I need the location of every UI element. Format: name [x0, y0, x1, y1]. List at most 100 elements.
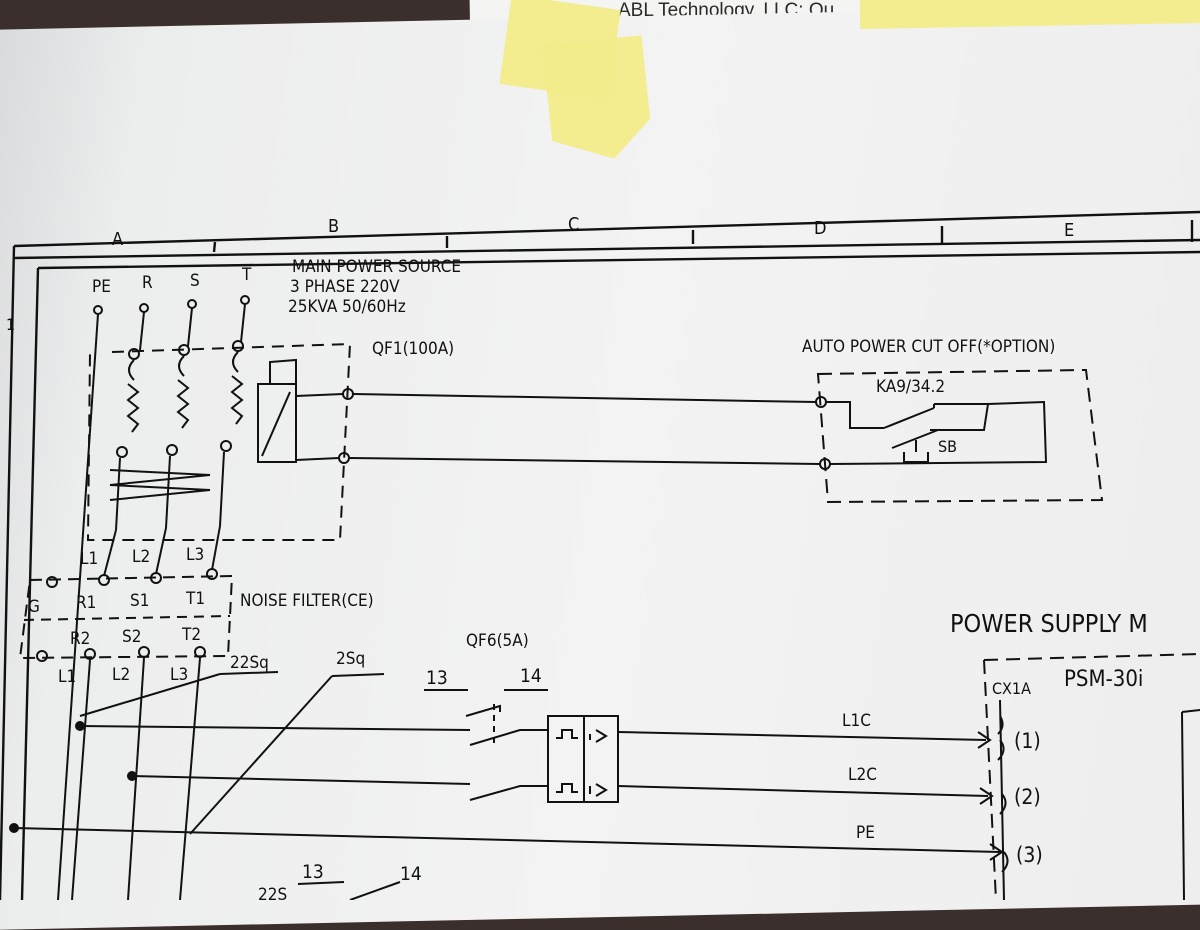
column-label: B	[328, 216, 339, 237]
bottom-wire-label: 22S	[258, 885, 287, 900]
psm-enclosure-top	[983, 653, 1200, 661]
arrow-l1c	[977, 731, 992, 749]
connector-line	[999, 699, 1005, 900]
terminal-s-circle	[187, 299, 197, 309]
column-label: D	[814, 218, 826, 239]
connector-label: CX1A	[992, 679, 1031, 698]
filter-feed-l1	[103, 529, 117, 577]
coil-t	[230, 351, 244, 425]
power-supply-title: POWER SUPPLY M	[950, 609, 1148, 638]
signal-wire-l1c	[617, 731, 987, 741]
control-wire-bottom	[348, 457, 821, 465]
coil-wire-top	[295, 393, 344, 397]
main-power-title: MAIN POWER SOURCE	[292, 257, 461, 277]
coil-s	[176, 355, 190, 429]
qf1-enclosure	[86, 342, 352, 541]
row-number: 1	[6, 315, 15, 334]
filter-term-label: R2	[70, 629, 90, 649]
qf1-out-s	[165, 455, 171, 529]
callout-underline	[219, 671, 279, 675]
shunt-coil-top	[269, 358, 297, 384]
relay-contact-ka9	[826, 401, 990, 431]
wire-size-label: 22Sq	[230, 653, 269, 673]
filter-terminal	[36, 650, 48, 662]
filter-terminal	[138, 646, 150, 658]
branch-wire-l2	[131, 775, 471, 785]
control-wire-top	[352, 393, 817, 403]
qf6-pin-a: 13	[426, 667, 448, 689]
callout-leader	[189, 675, 333, 835]
power-supply-model: PSM-30i	[1064, 667, 1143, 692]
qf1-contact	[178, 344, 190, 356]
qf1-contact	[220, 440, 232, 452]
terminal-t-circle	[240, 295, 250, 305]
breaker-main-label: QF1(100A)	[372, 339, 454, 359]
psm-inner-box	[1181, 709, 1200, 713]
auto-cutoff-enclosure	[816, 368, 1104, 504]
shunt-coil-slash	[261, 391, 291, 457]
qf6-pin-b: 14	[520, 665, 542, 687]
qf6-switch-1	[469, 729, 548, 746]
filter-term-label: R1	[76, 593, 96, 613]
border-left	[0, 245, 16, 900]
feeder-l1	[71, 659, 91, 900]
pushbutton-label: SB	[938, 437, 957, 456]
filter-term-label: S2	[122, 627, 141, 647]
pushbutton-sb	[891, 429, 939, 463]
filter-term-label: S1	[130, 591, 149, 611]
bottom-pin-label: 13	[302, 861, 324, 883]
signal-wire-l2c	[617, 785, 989, 797]
qf6-body	[547, 715, 585, 803]
col-divider	[212, 241, 217, 253]
filter-feed-l2	[155, 527, 167, 575]
header-bottom-line	[13, 238, 1200, 260]
qf1-contact	[128, 348, 140, 360]
terminal-label-s: S	[190, 271, 200, 291]
bottom-pin-label: 14	[400, 863, 422, 885]
qf6-switch-top	[465, 704, 501, 717]
filter-terminal	[194, 646, 206, 658]
qf6-thermal-symbol	[556, 729, 578, 793]
connector-pins	[997, 715, 1009, 873]
filter-out-label: L2	[112, 665, 130, 685]
terminal-label-r: R	[142, 273, 153, 293]
qf6-trip-body	[583, 715, 619, 803]
noise-filter-divider	[23, 615, 231, 621]
relay-ka9-label: KA9/34.2	[876, 377, 945, 397]
terminal-label-t: T	[241, 265, 252, 285]
filter-out-label: L3	[170, 665, 188, 685]
main-power-phase: 3 PHASE 220V	[290, 277, 400, 297]
branch-wire-l1	[79, 725, 471, 731]
filter-term-label: T1	[185, 589, 205, 609]
qf1-contact	[116, 446, 128, 458]
filter-feed-l3	[211, 525, 221, 571]
terminal-label-pe: PE	[92, 277, 111, 297]
inner-border-left	[20, 267, 40, 900]
qf1-contact	[232, 340, 244, 352]
filter-in-label: L1	[80, 549, 98, 569]
qf6-label: QF6(5A)	[466, 631, 529, 651]
filter-terminal	[98, 574, 110, 586]
arrow-l2c	[979, 787, 994, 805]
filter-term-label: T2	[181, 625, 201, 645]
auto-cutoff-title: AUTO POWER CUT OFF(*OPTION)	[802, 337, 1055, 357]
connector-pin: (2)	[1014, 785, 1041, 809]
qf1-contact	[166, 444, 178, 456]
wire-t	[240, 303, 246, 343]
qf1-out-t	[219, 451, 225, 527]
terminal-r-circle	[139, 303, 149, 313]
qf1-out-r	[115, 457, 121, 531]
wire-s	[187, 307, 193, 347]
filter-terminal	[46, 576, 58, 588]
connector-pin: (3)	[1016, 843, 1043, 867]
bottom-pin-underline	[297, 881, 345, 885]
coil-r	[126, 359, 140, 433]
column-label: A	[112, 229, 123, 250]
wire-pe	[57, 313, 99, 900]
wire-r	[139, 311, 145, 351]
schematic-diagram: A B C D E 1 PE R S T MAIN POWER SOURCE 3…	[0, 210, 1200, 900]
signal-label: L2C	[848, 765, 877, 785]
filter-in-label: L2	[132, 547, 150, 567]
callout-underline	[331, 673, 385, 677]
signal-label: PE	[856, 823, 875, 843]
